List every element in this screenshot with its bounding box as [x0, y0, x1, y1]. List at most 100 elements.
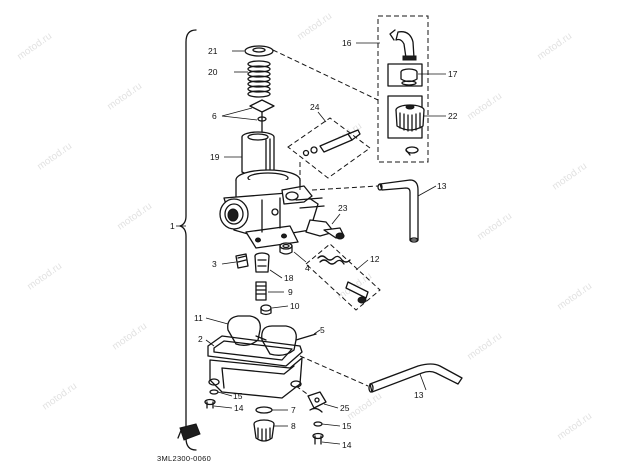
drain-hose-13-lower	[368, 363, 463, 393]
callout-22: 22	[448, 111, 458, 121]
callout-16: 16	[342, 38, 352, 48]
watermark: motod.ru	[535, 31, 574, 63]
leader-15a	[217, 391, 233, 397]
pilot-screw-24	[302, 129, 361, 157]
top-cap-21	[244, 45, 274, 57]
watermark: motod.ru	[345, 391, 384, 423]
watermark: motod.ru	[475, 211, 514, 243]
leader-25	[323, 403, 339, 409]
dash-21-to-kit	[272, 49, 379, 101]
dash-bowl-to-25	[295, 385, 311, 397]
watermark: motod.ru	[25, 261, 64, 293]
watermark: motod.ru	[555, 411, 594, 443]
front-direction-marker	[177, 423, 201, 441]
watermark: motod.ru	[15, 31, 54, 63]
callout-labels: 1 2 3 4 5 6 7 8 9 10 11 12 13 13 14 14 1…	[170, 38, 458, 450]
gasket-7	[255, 406, 273, 414]
watermark: motod.ru	[465, 91, 504, 123]
float-pin-5	[295, 333, 317, 341]
leader-5	[313, 329, 321, 335]
callout-24: 24	[310, 102, 320, 112]
leader-3	[221, 261, 237, 265]
clip-16	[405, 146, 419, 156]
callout-23: 23	[338, 203, 348, 213]
leader-6a	[221, 107, 253, 117]
leader-13b	[419, 373, 427, 391]
callout-8: 8	[291, 421, 296, 431]
callout-5: 5	[320, 325, 325, 335]
leader-2	[205, 339, 215, 347]
callout-4: 4	[305, 263, 310, 273]
spring-20	[247, 60, 271, 98]
leader-24	[317, 111, 327, 123]
gasket-2	[207, 335, 303, 367]
callout-13-lower: 13	[414, 390, 424, 400]
watermark: motod.ru	[550, 161, 589, 193]
needle-jet-18	[254, 252, 270, 273]
callout-6: 6	[212, 111, 217, 121]
choke-plunger-23	[305, 219, 345, 240]
watermark: motod.ru	[105, 81, 144, 113]
pilot-jet-3	[235, 253, 249, 269]
callout-13-upper: 13	[437, 181, 447, 191]
leader-23	[331, 213, 341, 225]
callout-18: 18	[284, 273, 294, 283]
cap-nut-17	[387, 63, 423, 87]
leader-14a	[213, 405, 233, 409]
watermark: motod.ru	[465, 331, 504, 363]
throttle-slide-19	[241, 131, 275, 177]
main-jet-holder-9	[255, 281, 267, 301]
vent-hose-13-upper	[377, 179, 419, 243]
leader-12	[355, 259, 369, 271]
callout-1: 1	[170, 221, 175, 231]
leader-18	[269, 269, 283, 279]
leader-4	[293, 251, 307, 263]
drawing-code: 3ML2300-0060	[157, 454, 211, 463]
washer-4	[279, 242, 293, 255]
dash-13-lower	[299, 355, 369, 387]
kit-box-16	[377, 15, 429, 163]
drain-plug-8	[253, 419, 275, 442]
callout-20: 20	[208, 67, 218, 77]
needle-clip-6	[249, 99, 275, 137]
leader-13a	[417, 185, 437, 197]
elbow-fitting-16	[389, 29, 417, 61]
callout-14-left: 14	[234, 403, 244, 413]
leader-10	[271, 305, 289, 309]
carburetor-body-1	[219, 169, 325, 249]
throttle-stop-screw-12	[317, 255, 369, 304]
washer-15-right	[313, 421, 323, 427]
callout-25: 25	[340, 403, 350, 413]
float-bowl	[208, 357, 303, 399]
kit-box-24	[287, 117, 371, 179]
callout-7: 7	[291, 405, 296, 415]
callout-17: 17	[448, 69, 458, 79]
dash-13-upper	[311, 185, 379, 191]
watermark: motod.ru	[40, 381, 79, 413]
callout-2: 2	[198, 334, 203, 344]
assembly-bracket	[179, 29, 197, 451]
screw-14-left	[204, 398, 216, 409]
bracket-25	[307, 391, 327, 413]
callout-21: 21	[208, 46, 218, 56]
leader-14b	[321, 441, 341, 445]
callout-14-right: 14	[342, 440, 352, 450]
callout-11: 11	[194, 313, 203, 323]
watermark: motod.ru	[295, 11, 334, 43]
callout-3: 3	[212, 259, 217, 269]
main-jet-10	[260, 304, 272, 316]
leader-11	[205, 317, 229, 325]
callout-15-left: 15	[233, 391, 243, 401]
callout-12: 12	[370, 254, 380, 264]
screw-14-right	[312, 432, 324, 445]
ribbed-cap-22	[387, 95, 425, 139]
callout-15-right: 15	[342, 421, 352, 431]
leader-6b	[221, 115, 258, 121]
callout-10: 10	[290, 301, 300, 311]
watermark: motod.ru	[115, 201, 154, 233]
leader-15b	[321, 423, 341, 427]
watermark: motod.ru	[35, 141, 74, 173]
washer-15-left	[209, 389, 219, 395]
kit-box-12	[305, 243, 381, 311]
